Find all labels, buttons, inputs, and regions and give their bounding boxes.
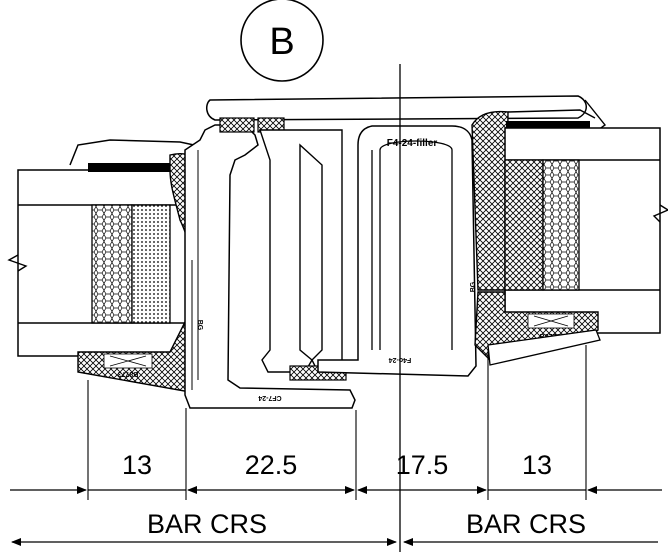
block-label-left: B8773 <box>118 370 139 377</box>
central-mullion <box>259 129 343 373</box>
right-top-gasket <box>471 110 509 291</box>
filler-label: F4-24-filler <box>387 138 438 149</box>
top-cap <box>205 95 587 121</box>
dimension-2: 22.5 <box>245 450 298 480</box>
left-glass-unit <box>7 163 209 357</box>
profile-c-label: CF7-24 <box>258 394 281 401</box>
break-line-left <box>7 254 28 272</box>
detail-marker: B <box>240 0 324 82</box>
bar-crs-right-label: BAR CRS <box>466 509 586 539</box>
break-line-right <box>652 204 668 223</box>
left-frame-profile <box>184 124 356 409</box>
dimension-extension-lines <box>87 345 587 500</box>
left-cover-lip <box>69 139 209 166</box>
dimension-4: 13 <box>522 450 552 480</box>
spacer-label-left: BG <box>196 320 203 331</box>
dimension-1: 13 <box>122 450 152 480</box>
dimension-3: 17.5 <box>396 450 449 480</box>
detail-marker-label: B <box>269 21 294 63</box>
bar-crs-left-label: BAR CRS <box>147 509 267 539</box>
spacer-label-right: BG <box>470 281 477 292</box>
right-filler-profile <box>317 125 477 377</box>
right-glass-unit <box>504 121 668 334</box>
